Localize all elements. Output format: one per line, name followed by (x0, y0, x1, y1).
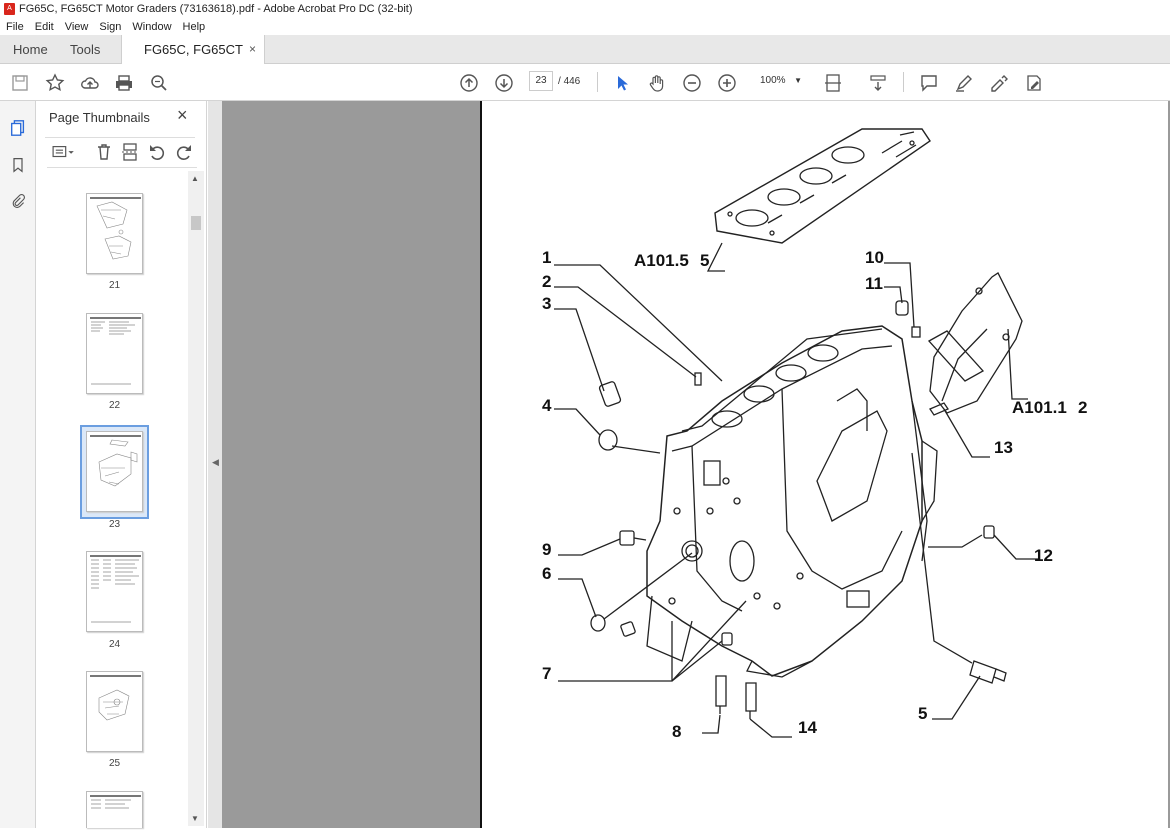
page-thumbnails-icon[interactable] (8, 118, 28, 138)
select-cursor-icon[interactable] (611, 72, 633, 94)
menu-edit[interactable]: Edit (34, 20, 54, 33)
thumbnail-page-21[interactable] (86, 193, 143, 274)
collapse-arrow-icon: ◀ (212, 457, 219, 467)
ref-label-head: A101.5 (634, 251, 689, 270)
scrollbar-thumb[interactable] (191, 216, 201, 230)
rotate-right-icon[interactable] (174, 142, 194, 162)
menu-file[interactable]: File (6, 20, 24, 33)
extract-page-icon[interactable] (120, 142, 140, 162)
attachments-paperclip-icon[interactable] (8, 191, 28, 211)
callout-3: 3 (542, 294, 551, 313)
callout-13: 13 (994, 438, 1013, 457)
save-icon[interactable] (9, 72, 31, 94)
panel-close-icon[interactable]: × (177, 105, 188, 125)
tab-close-icon[interactable]: × (248, 42, 256, 56)
print-icon[interactable] (113, 72, 135, 94)
menu-help[interactable]: Help (182, 20, 206, 33)
page-total: / 446 (558, 76, 580, 87)
callout-6: 6 (542, 564, 551, 583)
panel-collapse-handle[interactable]: ◀ (208, 101, 222, 828)
upload-cloud-icon[interactable] (79, 72, 101, 94)
toolbar-divider (903, 72, 904, 92)
pdf-page: A101.5 5 A101.1 2 1 2 3 4 9 6 7 8 14 10 … (480, 101, 1168, 828)
fit-page-icon[interactable] (822, 72, 844, 94)
zoom-level-dropdown[interactable]: 100% ▼ (754, 71, 806, 91)
panel-divider (47, 167, 197, 168)
thumbnail-scrollbar[interactable]: ▲ ▼ (188, 171, 204, 826)
callout-11: 11 (865, 274, 883, 293)
callout-4: 4 (542, 396, 552, 415)
scroll-mode-icon[interactable] (867, 72, 889, 94)
zoom-in-icon[interactable] (716, 72, 738, 94)
thumbnail-options-icon[interactable] (48, 142, 78, 162)
bookmarks-icon[interactable] (8, 155, 28, 175)
rotate-left-icon[interactable] (147, 142, 167, 162)
callout-12: 12 (1034, 546, 1053, 565)
highlight-pen-icon[interactable] (953, 72, 975, 94)
document-view[interactable]: A101.5 5 A101.1 2 1 2 3 4 9 6 7 8 14 10 … (222, 101, 1170, 828)
thumbnail-tools (45, 137, 195, 161)
engine-block-drawing (646, 325, 938, 678)
ref-label-plate-num: 2 (1078, 398, 1087, 417)
ref-label-head-num: 5 (700, 251, 709, 270)
callout-leader-lines (554, 242, 1038, 738)
thumbnail-label: 24 (108, 639, 121, 650)
tab-tools[interactable]: Tools (70, 42, 101, 57)
main-toolbar (0, 64, 1170, 101)
tab-document[interactable]: FG65C, FG65CT M... × (121, 35, 265, 86)
head-gasket-drawing (714, 128, 931, 244)
thumbnail-label: 22 (108, 400, 121, 411)
left-navigation-rail (0, 101, 36, 828)
scroll-down-icon[interactable]: ▼ (191, 814, 199, 823)
next-page-icon[interactable] (493, 72, 515, 94)
zoom-level: 100% (760, 75, 786, 86)
menu-window[interactable]: Window (132, 20, 172, 33)
menu-view[interactable]: View (64, 20, 89, 33)
comment-icon[interactable] (918, 72, 940, 94)
thumbnail-page-25[interactable] (86, 671, 143, 752)
engine-block-exploded-diagram: A101.5 5 A101.1 2 1 2 3 4 9 6 7 8 14 10 … (542, 128, 1087, 741)
zoom-out-icon[interactable] (681, 72, 703, 94)
fill-sign-icon[interactable] (1023, 72, 1045, 94)
callout-5: 5 (918, 704, 927, 723)
thumbnail-page-23[interactable] (86, 431, 143, 512)
previous-page-icon[interactable] (458, 72, 480, 94)
zoom-search-icon[interactable] (148, 72, 170, 94)
callout-10: 10 (865, 248, 884, 267)
callout-9: 9 (542, 540, 551, 559)
callout-8: 8 (672, 722, 681, 741)
page-count: 446 (563, 76, 581, 87)
callout-2: 2 (542, 272, 551, 291)
thumbnail-label: 23 (108, 519, 121, 530)
ref-label-plate: A101.1 (1012, 398, 1067, 417)
thumbnail-page-22[interactable] (86, 313, 143, 394)
chevron-down-icon: ▼ (794, 76, 802, 85)
menu-sign[interactable]: Sign (99, 20, 122, 33)
rear-plate-drawing (927, 272, 1023, 414)
menu-bar: File Edit View Sign Window Help (0, 18, 1170, 35)
toolbar-divider (597, 72, 598, 92)
thumbnail-page-26[interactable] (86, 791, 143, 828)
panel-title: Page Thumbnails (49, 110, 150, 125)
callout-7: 7 (542, 664, 551, 683)
thumbnail-label: 21 (108, 280, 121, 291)
tab-home[interactable]: Home (13, 42, 48, 57)
thumbnail-label: 25 (108, 758, 121, 769)
scroll-up-icon[interactable]: ▲ (191, 174, 199, 183)
hand-tool-icon[interactable] (646, 72, 668, 94)
page-separator: / (558, 76, 561, 87)
small-parts-drawing (590, 300, 1007, 719)
tab-bar: Home Tools FG65C, FG65CT M... × (0, 35, 1170, 86)
callout-1: 1 (542, 248, 551, 267)
acrobat-app-icon: A (4, 3, 15, 15)
bookmark-star-icon[interactable] (44, 72, 66, 94)
thumbnail-page-24[interactable] (86, 551, 143, 632)
page-number-input[interactable]: 23 (529, 71, 553, 91)
window-title-bar: A FG65C, FG65CT Motor Graders (73163618)… (0, 0, 1170, 18)
callout-14: 14 (798, 718, 817, 737)
window-title: FG65C, FG65CT Motor Graders (73163618).p… (19, 3, 413, 15)
sign-pen-icon[interactable] (988, 72, 1010, 94)
delete-page-icon[interactable] (94, 142, 114, 162)
